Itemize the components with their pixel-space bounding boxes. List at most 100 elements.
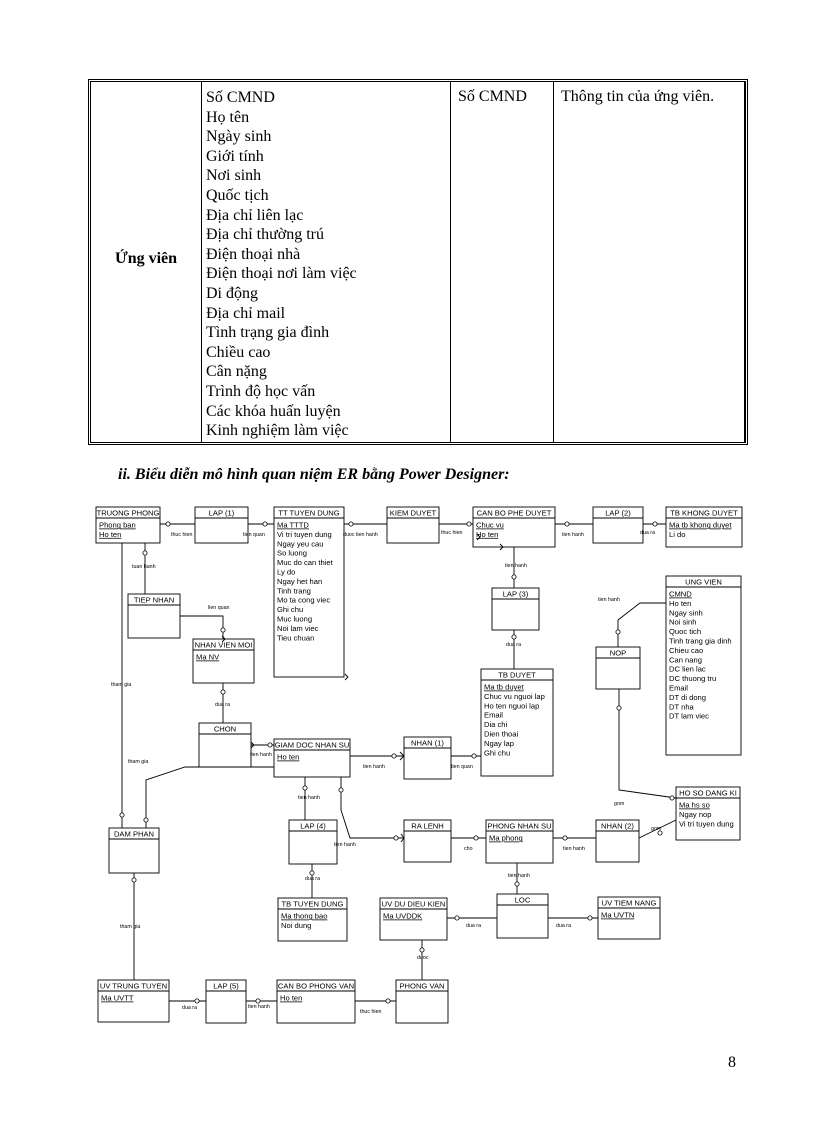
relationship-chon: CHON [198,722,252,768]
cardinality-circle [587,915,593,921]
cardinality-circle [348,521,354,527]
role-label: tien quan [243,532,265,538]
attribute-item: Kinh nghiệm làm việc [206,422,349,440]
role-label: dua ra [305,876,320,882]
relationship-tiep-nhan: TIEP NHAN [127,593,181,639]
role-label: tien hanh [334,842,356,848]
relationship-loc: LOC [496,893,549,939]
entity-attribute: Ghi chu [277,605,303,614]
cardinality-circle [220,689,226,695]
entity-attribute: Muc do can thiet [277,558,334,567]
role-label: gom [614,801,625,807]
cardinality-circle [309,870,315,876]
crowfoot-marker [399,751,405,761]
cardinality-circle [142,550,148,556]
entity-attribute: Ho ten [277,753,299,762]
relationship-lap2: LAP (2) [592,506,644,544]
relationship-title: KIEM DUYET [390,508,437,517]
relationship-lap1: LAP (1) [194,506,249,544]
attribute-item: Địa chỉ mail [206,304,286,322]
attribute-item: Quốc tịch [206,186,269,204]
role-label: thuc hien [441,530,463,536]
role-label: tien hanh [508,873,530,879]
entity-title: PHONG NHAN SU [487,821,551,830]
relationship-title: NHAN (1) [411,738,444,747]
attribute-item: Địa chỉ liên lạc [206,206,304,224]
cardinality-circle [338,787,344,793]
entity-title: UV DU DIEU KIEN [382,899,446,908]
entity-attribute: Chieu cao [669,646,703,655]
cardinality-circle [131,877,137,883]
relationship-title: PHONG VAN [399,981,444,990]
entity-attribute: Noi lam viec [277,624,319,633]
attribute-item: Điện thoại nhà [206,245,301,263]
entity-attribute: Ho ten nguoi lap [484,701,539,710]
entity-attribute: Vi tri tuyen dung [277,530,332,539]
cardinality-circle [466,521,472,527]
table-divider [450,82,451,442]
cardinality-circle [657,830,663,836]
cardinality-circle [255,998,261,1004]
entity-attribute: Ngay yeu cau [277,539,323,548]
role-label: tham gia [111,682,131,688]
cardinality-circle [220,627,226,633]
relationship-ra-lenh: RA LENH [403,819,452,863]
connector-line [618,689,677,799]
entity-attribute: Muc luong [277,615,312,624]
role-label: dua ra [506,642,521,648]
entity-attribute: Noi dung [281,921,311,930]
entity-attribute: Email [484,711,503,720]
entity-title: DAM PHAN [114,829,154,838]
role-label: tham gia [120,924,140,930]
entity-name-cell: Ứng viên [114,250,178,267]
entity-title: GIAM DOC NHAN SU [275,740,350,749]
cardinality-circle [511,574,517,580]
attribute-list: Số CMND Họ tên Ngày sinh Giới tính Nơi s… [206,88,357,441]
entity-dam-phan: DAM PHAN [108,827,160,874]
role-label: dua ra [215,702,230,708]
relationship-lap5: LAP (5) [205,979,247,1024]
table-divider [744,82,745,442]
cardinality-circle [514,881,520,887]
role-label: tuan hanh [132,564,156,570]
entity-title: TB KHONG DUYET [670,508,738,517]
attribute-item: Ngày sinh [206,128,272,146]
entity-attribute: Ma tb khong duyet [669,521,732,530]
role-label: tien hanh [598,597,620,603]
role-label: tien hanh [298,795,320,801]
role-label: tien hanh [250,752,272,758]
entity-attribute: Ma TTTD [277,521,309,530]
relationship-title: LAP (5) [213,981,239,990]
entity-attribute: Li do [669,530,685,539]
entity-title: TB DUYET [498,670,536,679]
entity-attribute: Ngay lap [484,739,514,748]
cardinality-circle [471,753,477,759]
role-label: dua ra [556,923,571,929]
role-label: dua ra [466,923,481,929]
role-label: lien quan [208,605,230,611]
entity-attribute: Vi tri tuyen dung [679,819,734,828]
relationship-nop: NOP [595,646,641,690]
entity-attribute: DT nha [669,702,695,711]
entity-attribute: Ho ten [476,530,498,539]
cardinality-circle [165,521,171,527]
entity-attribute: DT di dong [669,693,706,702]
cardinality-circle [262,521,268,527]
crowfoot-marker [250,741,255,749]
entity-title: HO SO DANG KI [679,788,737,797]
entity-attribute: DC lien lac [669,665,706,674]
entity-attribute: So luong [277,549,307,558]
relationship-phong-van: PHONG VAN [395,979,449,1024]
cardinality-circle [615,629,621,635]
entity-attribute: Ma NV [196,653,220,662]
entity-attribute: Email [669,684,688,693]
